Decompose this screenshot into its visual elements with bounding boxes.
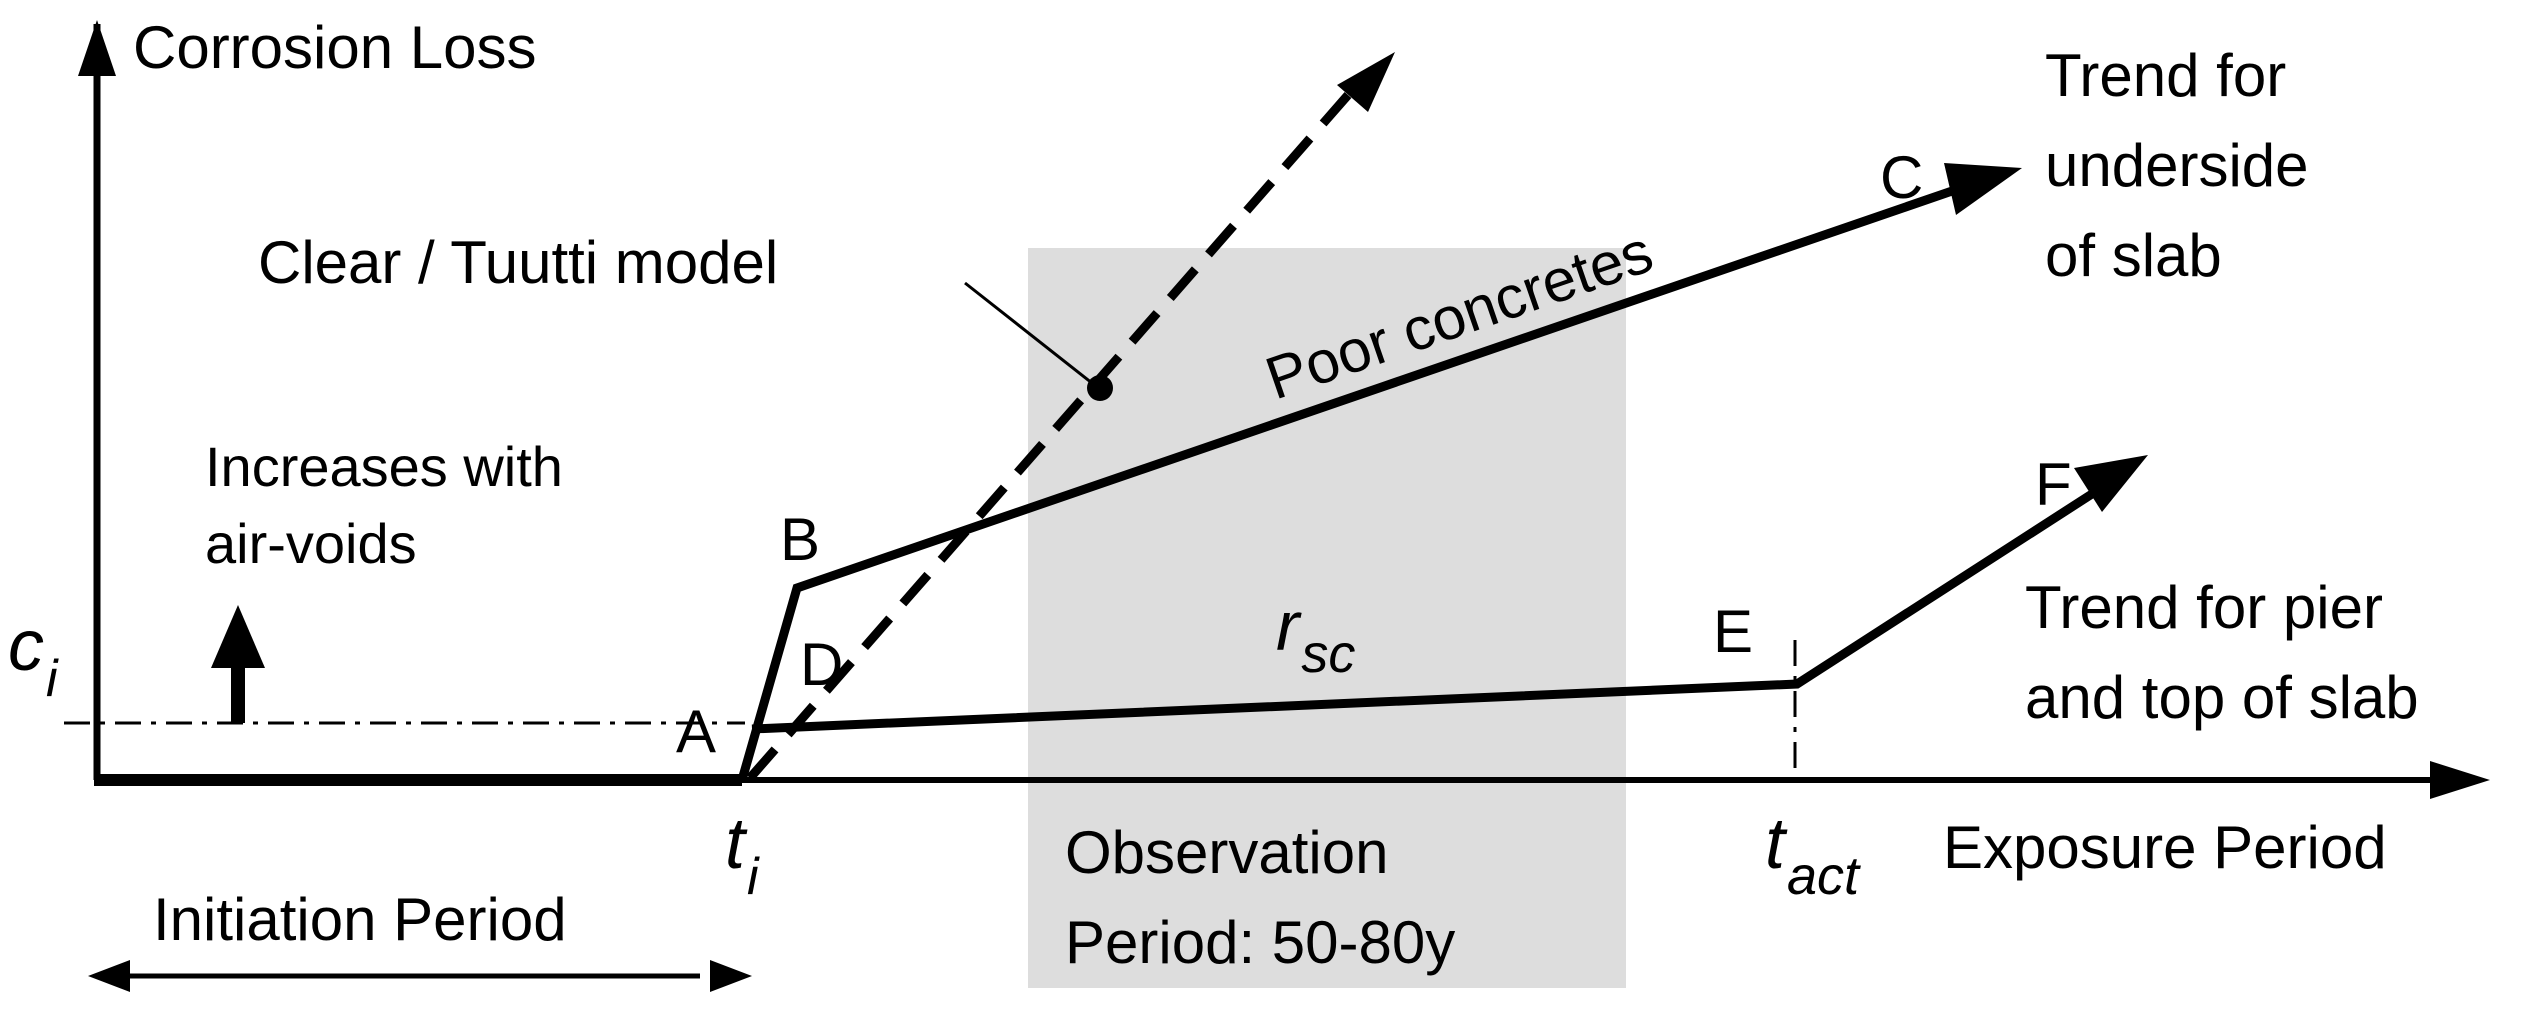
trend-underside-line-2: underside xyxy=(2045,132,2309,199)
point-f-label: F xyxy=(2035,451,2072,518)
tact-label: tact xyxy=(1765,804,1861,906)
air-voids-label: Increases with air-voids xyxy=(205,435,579,575)
ci-base: c xyxy=(8,606,44,686)
trend-pier-line-1: Trend for pier xyxy=(2025,574,2383,641)
observation-line-1: Observation xyxy=(1065,819,1389,886)
air-voids-line-1: Increases with xyxy=(205,435,563,498)
tact-subscript: act xyxy=(1787,846,1861,906)
ti-label: ti xyxy=(725,804,760,906)
observation-line-2: Period: 50-80y xyxy=(1065,909,1455,976)
trend-underside-label: Trend for underside of slab xyxy=(2045,42,2325,289)
ti-base: t xyxy=(725,804,748,884)
air-voids-up-arrowhead xyxy=(211,605,265,668)
x-axis-label: Exposure Period xyxy=(1943,814,2387,881)
point-a-label: A xyxy=(676,698,716,765)
point-d-label: D xyxy=(800,631,843,698)
air-voids-line-2: air-voids xyxy=(205,512,417,575)
initiation-period-label: Initiation Period xyxy=(153,886,567,953)
ci-subscript: i xyxy=(46,650,59,708)
trend-pier-line-2: and top of slab xyxy=(2025,664,2419,731)
observation-band xyxy=(1028,248,1626,988)
trend-underside-line-1: Trend for xyxy=(2045,42,2286,109)
tuutti-arrowhead xyxy=(1337,52,1395,112)
initiation-period-arrowhead-left xyxy=(88,960,130,992)
tuutti-model-label: Clear / Tuutti model xyxy=(258,229,778,296)
y-axis-arrowhead xyxy=(78,20,116,76)
rsc-label: rsc xyxy=(1276,587,1355,684)
point-e-label: E xyxy=(1713,598,1753,665)
tuutti-marker-dot xyxy=(1087,375,1113,401)
rsc-subscript: sc xyxy=(1301,624,1355,684)
trend-pier-label: Trend for pier and top of slab xyxy=(2025,574,2419,731)
poor-concretes-arrowhead xyxy=(1944,163,2022,215)
observation-period-label: Observation Period: 50-80y xyxy=(1065,819,1455,976)
ci-label: ci xyxy=(8,606,59,708)
ti-subscript: i xyxy=(747,848,760,906)
x-axis-arrowhead xyxy=(2430,761,2490,799)
tuutti-dashed-line xyxy=(746,92,1352,781)
point-c-label: C xyxy=(1880,144,1923,211)
rsc-arrowhead xyxy=(2074,455,2148,512)
tuutti-leader-line xyxy=(964,281,1098,389)
rsc-base: r xyxy=(1276,587,1302,665)
initiation-period-arrowhead-right xyxy=(710,960,752,992)
y-axis-label: Corrosion Loss xyxy=(133,14,537,81)
rsc-line xyxy=(751,488,2098,734)
tact-base: t xyxy=(1765,804,1788,884)
trend-underside-line-3: of slab xyxy=(2045,222,2222,289)
poor-concretes-line xyxy=(737,185,1957,782)
point-b-label: B xyxy=(780,506,820,573)
